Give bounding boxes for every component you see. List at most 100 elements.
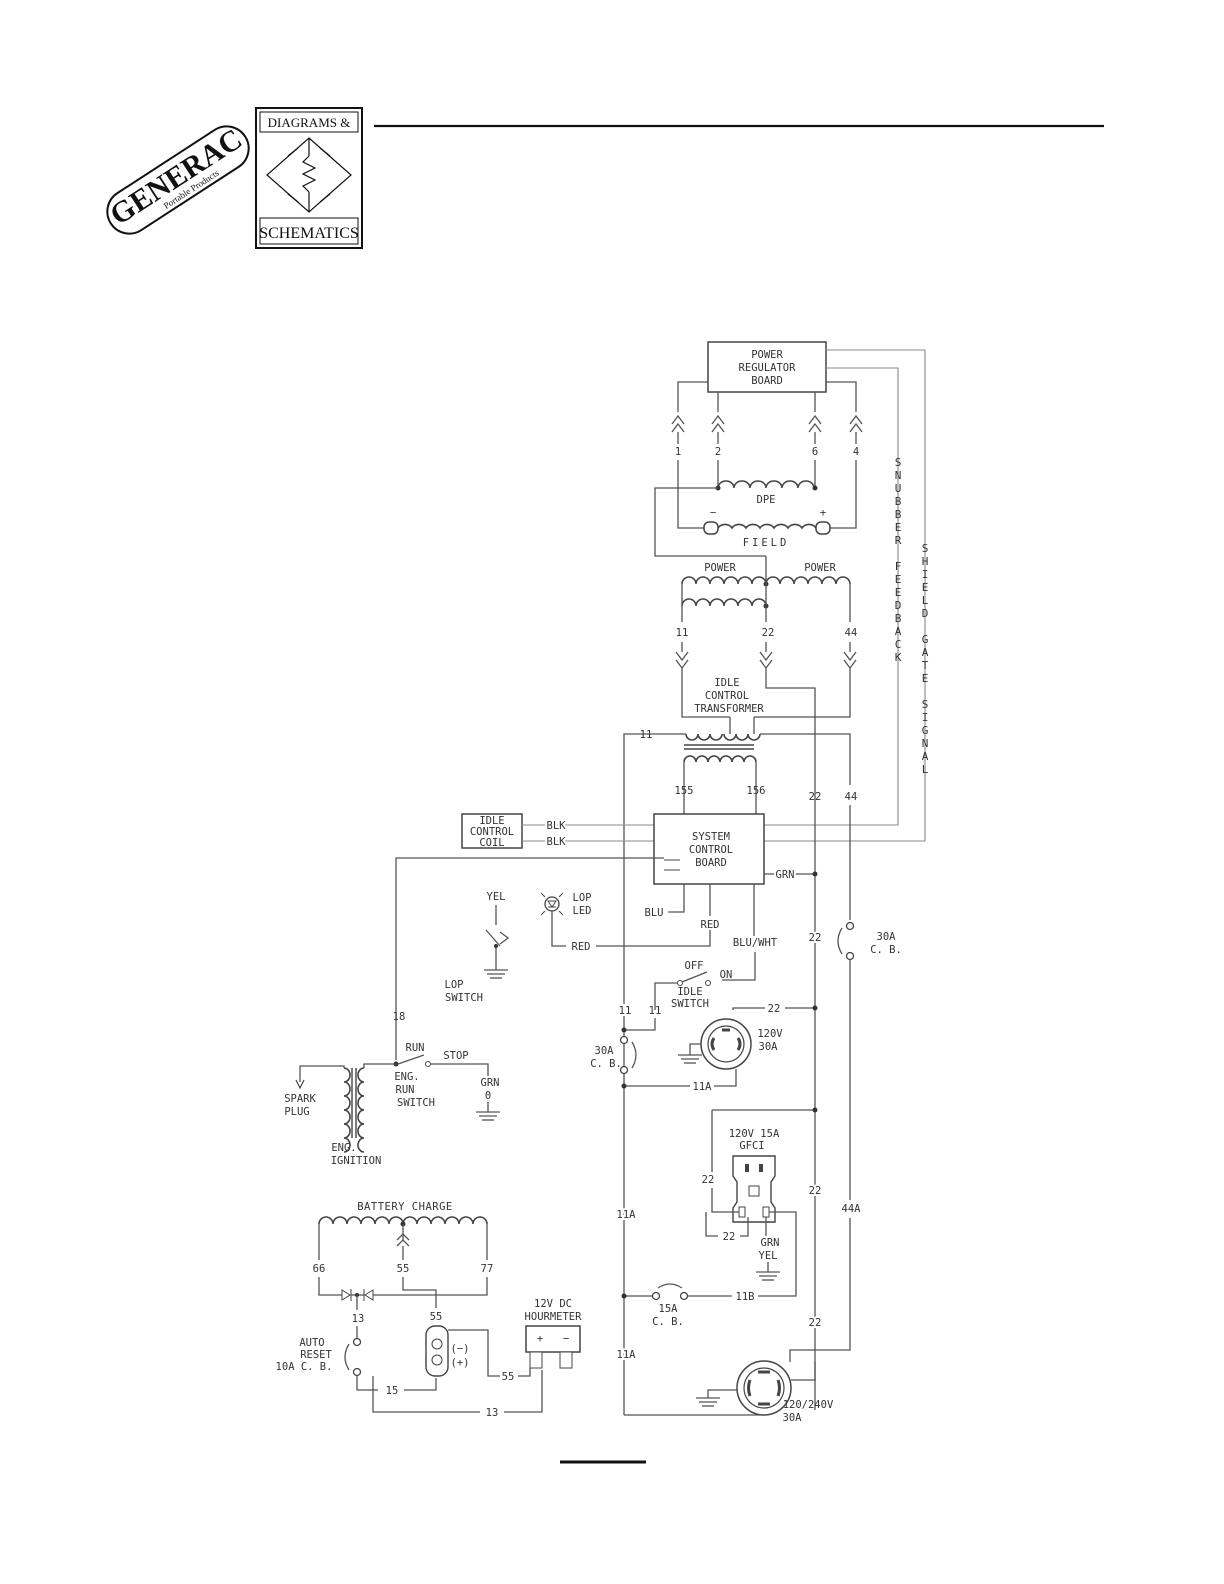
snubber-feedback-letter: B xyxy=(895,612,902,625)
auto-reset-circuit-breaker xyxy=(344,1337,362,1377)
eng-run-label-3: SWITCH xyxy=(397,1097,435,1109)
wire-22-h-label: 22 xyxy=(809,1317,822,1329)
wire-22-d-label: 22 xyxy=(768,1003,781,1015)
shield-gate-signal-letter: L xyxy=(922,594,929,607)
red-2-label: RED xyxy=(701,919,720,931)
pin-2-label: 2 xyxy=(715,446,721,458)
cb15-label-2: C. B. xyxy=(652,1316,684,1328)
system-control-board: SYSTEM CONTROL BOARD xyxy=(653,813,765,885)
battery-charge-winding xyxy=(318,1216,488,1227)
pos-label: (+) xyxy=(451,1357,470,1369)
power-right-label: POWER xyxy=(804,562,836,574)
receptacle-120-240v-30a xyxy=(736,1360,792,1416)
shield-gate-signal-letter: L xyxy=(922,763,929,776)
wire-156-label: 156 xyxy=(747,785,766,797)
wire-44a-label: 44A xyxy=(842,1203,862,1215)
wire-11a-label: 11A xyxy=(693,1081,713,1093)
shield-gate-signal-letter: E xyxy=(922,672,929,685)
idle-transformer-label-1: IDLE xyxy=(714,677,739,689)
blk-2-label: BLK xyxy=(547,836,567,848)
power-winding-lower-left xyxy=(681,598,767,607)
rec120-label-1: 120V xyxy=(757,1028,783,1040)
rec240-label-2: 30A xyxy=(783,1412,803,1424)
connector-row-middle xyxy=(675,651,857,670)
power-regulator-board: POWER REGULATOR BOARD xyxy=(707,341,827,393)
cb30b-label-1: 30A xyxy=(595,1045,615,1057)
cb30b-label-2: C. B. xyxy=(590,1058,622,1070)
shield-gate-signal-letter: S xyxy=(922,698,929,711)
circuit-breaker-30a-upper xyxy=(837,921,855,961)
circuit-breaker-15a xyxy=(651,1283,689,1301)
shield-gate-signal-letter: I xyxy=(922,568,929,581)
wire-22-b-label: 22 xyxy=(809,791,822,803)
power-left-label: POWER xyxy=(704,562,736,574)
lop-led-label-2: LED xyxy=(573,905,592,917)
wire-13-b-label: 13 xyxy=(486,1407,499,1419)
hourmeter-label-1: 12V DC xyxy=(534,1298,572,1310)
rec120-label-2: 30A xyxy=(759,1041,779,1053)
power-winding-right xyxy=(765,576,851,585)
charge-diode-left xyxy=(341,1289,352,1301)
wire-77-label: 77 xyxy=(481,1263,494,1275)
generac-logo: GENERAC Portable Products xyxy=(104,122,250,235)
idle-coil-label-3: COIL xyxy=(479,837,504,849)
wire-44-label: 44 xyxy=(845,627,858,639)
shield-gate-signal-letter: S xyxy=(922,542,929,555)
lop-led-icon xyxy=(540,892,564,916)
cb30-label-2: C. B. xyxy=(870,944,902,956)
lop-led-label-1: LOP xyxy=(573,892,592,904)
shield-gate-signal-letter: G xyxy=(922,633,929,646)
power-regulator-label-1: POWER xyxy=(751,349,783,361)
snubber-feedback-letter: N xyxy=(895,469,902,482)
wire-11-label: 11 xyxy=(676,627,689,639)
field-minus-label: − xyxy=(710,507,716,519)
power-regulator-label-2: REGULATOR xyxy=(739,362,797,374)
lop-switch-label-1: LOP xyxy=(445,979,464,991)
shield-gate-signal-letter: G xyxy=(922,724,929,737)
scb-label-3: BOARD xyxy=(695,857,727,869)
idle-control-coil: IDLE CONTROL COIL xyxy=(461,813,523,849)
idle-coil-label-1: IDLE xyxy=(479,815,504,827)
wire-15-label: 15 xyxy=(386,1385,399,1397)
wire-11-c-label: 11 xyxy=(619,1005,632,1017)
stop-label: STOP xyxy=(443,1050,468,1062)
auto-reset-label-1: AUTO xyxy=(299,1337,324,1349)
red-1-label: RED xyxy=(572,941,591,953)
dpe-label: DPE xyxy=(757,494,776,506)
charge-diode-right xyxy=(363,1289,374,1301)
pin-1-label: 1 xyxy=(675,446,681,458)
dpe-winding xyxy=(717,480,815,489)
run-label: RUN xyxy=(406,1042,425,1054)
idle-transformer-label-3: TRANSFORMER xyxy=(694,703,764,715)
lop-switch-label-2: SWITCH xyxy=(445,992,483,1004)
badge-top-text: DIAGRAMS & xyxy=(268,115,351,130)
snubber-feedback-letter: S xyxy=(895,456,902,469)
idle-switch-label-2: SWITCH xyxy=(671,998,709,1010)
connector-row-top xyxy=(671,414,863,433)
field-plus-label: + xyxy=(820,507,826,519)
blu-wht-label: BLU/WHT xyxy=(733,937,778,949)
eng-run-label-1: ENG. xyxy=(394,1071,419,1083)
scb-label-2: CONTROL xyxy=(689,844,733,856)
shield-gate-signal-letter: N xyxy=(922,737,929,750)
spark-label-2: PLUG xyxy=(284,1106,309,1118)
wire-55-c-label: 55 xyxy=(502,1371,515,1383)
battery-charge-label: BATTERY CHARGE xyxy=(357,1201,453,1213)
shield-gate-signal-letter: I xyxy=(922,711,929,724)
yel-label: YEL xyxy=(487,891,506,903)
wire-155-label: 155 xyxy=(675,785,694,797)
hourmeter-label-2: HOURMETER xyxy=(525,1311,583,1323)
cb15-label-1: 15A xyxy=(659,1303,679,1315)
idle-transformer-label-2: CONTROL xyxy=(705,690,749,702)
gfci-label-1: 120V 15A xyxy=(729,1128,780,1140)
circuit-breaker-30a-lower xyxy=(619,1035,637,1075)
snubber-feedback-letter: B xyxy=(895,495,902,508)
idle-switch-label-1: IDLE xyxy=(677,986,702,998)
field-winding xyxy=(703,521,831,535)
hourmeter xyxy=(525,1325,581,1369)
power-winding-upper-left xyxy=(681,576,767,585)
gfci-label-2: GFCI xyxy=(739,1140,764,1152)
shield-gate-signal-letter: D xyxy=(922,607,929,620)
